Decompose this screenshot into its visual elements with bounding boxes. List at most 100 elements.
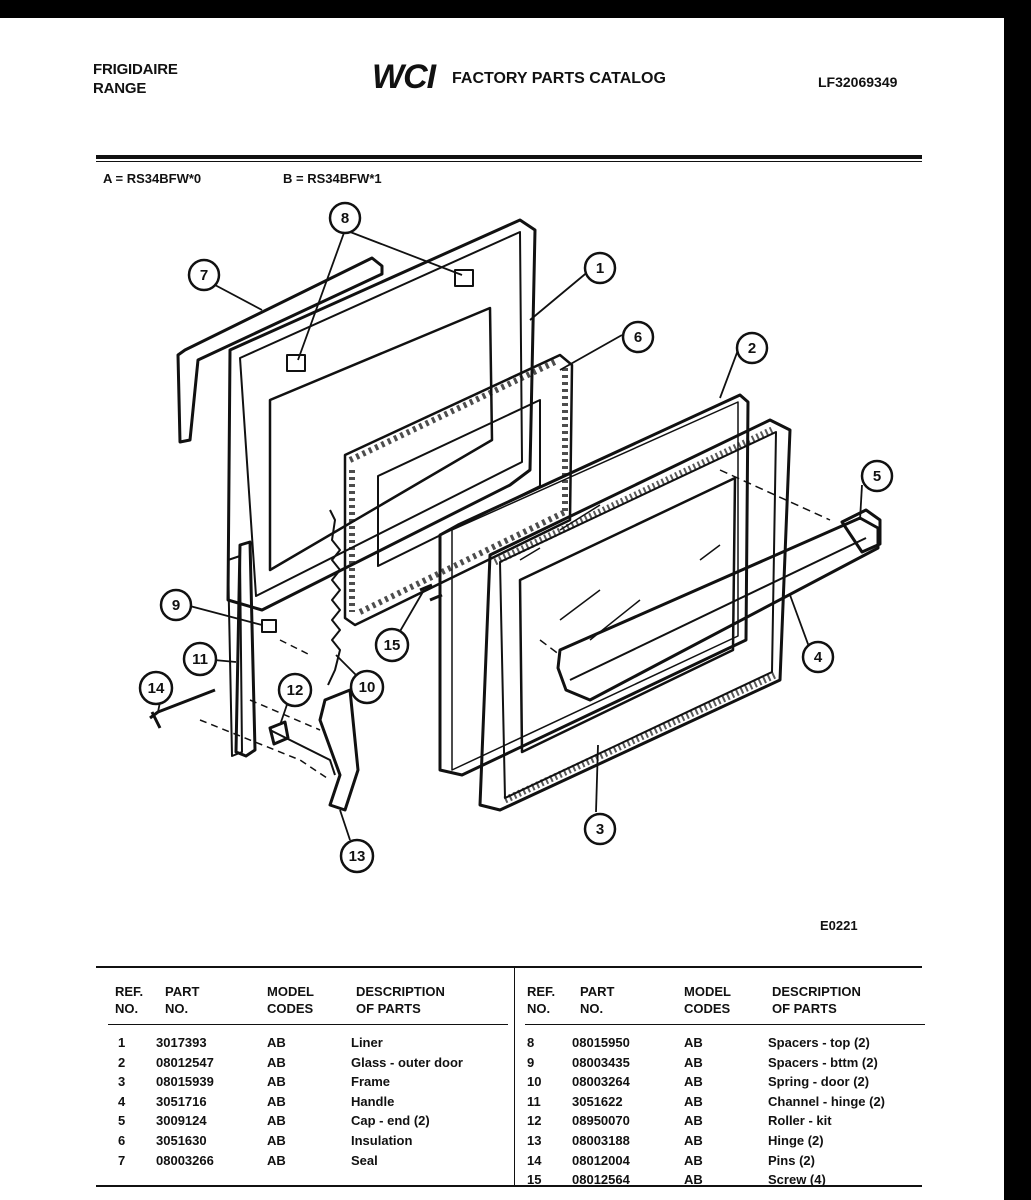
- callout-7: 7: [187, 258, 221, 292]
- table-cell: AB: [684, 1035, 703, 1050]
- table-cell: 08950070: [572, 1113, 630, 1129]
- table-cell: Screw (4): [768, 1172, 826, 1188]
- callout-3: 3: [583, 812, 617, 846]
- svg-text:7: 7: [200, 267, 208, 284]
- table-cell: AB: [267, 1035, 286, 1050]
- svg-text:14: 14: [148, 680, 165, 697]
- table-cell: AB: [267, 1152, 286, 1168]
- callout-8: 8: [328, 201, 362, 235]
- hinge-channel-part: [234, 540, 257, 758]
- bottom-spacer-part: [261, 619, 277, 633]
- table-cell: Cap - end (2): [351, 1113, 430, 1129]
- table-cell: Frame: [351, 1074, 391, 1090]
- svg-text:1: 1: [596, 260, 604, 277]
- table-cell: 3009124: [156, 1113, 207, 1129]
- table-top-rule: [96, 966, 922, 968]
- table-cell: AB: [684, 1074, 703, 1090]
- table-cell: AB: [684, 1093, 703, 1109]
- frame-part: [478, 418, 792, 812]
- table-cell: 1: [118, 1035, 126, 1050]
- table-cell: 5: [118, 1113, 126, 1129]
- table-cell: Hinge (2): [768, 1132, 824, 1148]
- model-a: A = RS34BFW*0: [103, 171, 202, 186]
- document-id: LF32069349: [818, 74, 898, 90]
- table-cell: 8: [527, 1035, 535, 1050]
- svg-text:8: 8: [341, 210, 349, 227]
- table-cell: 08003266: [156, 1152, 214, 1168]
- screw-part: [419, 583, 443, 602]
- table-cell: 3: [118, 1074, 126, 1090]
- table-cell: 13: [527, 1132, 542, 1148]
- table-cell: Liner: [351, 1035, 383, 1050]
- svg-text:2: 2: [748, 340, 756, 357]
- svg-text:3: 3: [596, 821, 604, 838]
- header-rule-thin: [96, 161, 922, 162]
- table-cell: Glass - outer door: [351, 1054, 463, 1070]
- table-cell: 08003435: [572, 1054, 630, 1070]
- roller-part: [268, 720, 290, 746]
- table-divider: [514, 968, 515, 1186]
- table-cell: 4: [118, 1093, 126, 1109]
- table-cell: 3051622: [572, 1093, 623, 1109]
- catalog-title: FACTORY PARTS CATALOG: [452, 70, 666, 87]
- table-cell: 10: [527, 1074, 542, 1090]
- callout-1: 1: [583, 251, 617, 285]
- table-cell: Channel - hinge (2): [768, 1093, 885, 1109]
- table-cell: 6: [118, 1132, 126, 1148]
- callout-5: 5: [860, 459, 894, 493]
- hinge-part: [318, 688, 360, 812]
- svg-text:9: 9: [172, 597, 180, 614]
- header-rule: [96, 155, 922, 159]
- table-cell: Spacers - top (2): [768, 1035, 870, 1050]
- callout-10: 10: [349, 669, 385, 705]
- table-cell: 2: [118, 1054, 126, 1070]
- svg-text:15: 15: [384, 637, 401, 654]
- table-cell: Spacers - bttm (2): [768, 1054, 878, 1070]
- figure-code: E0221: [820, 918, 858, 933]
- table-cell: 11: [527, 1093, 541, 1109]
- callout-2: 2: [735, 331, 769, 365]
- table-cell: Seal: [351, 1152, 378, 1168]
- handle-part: [556, 516, 880, 702]
- wci-logo: WCI: [372, 58, 436, 96]
- brand-block: FRIGIDAIRE RANGE: [93, 60, 178, 98]
- table-cell: 08012547: [156, 1054, 214, 1070]
- right-desc-column: Spacers - top (2) Spacers - bttm (2) Sprin…: [768, 1033, 885, 1190]
- svg-text:10: 10: [359, 679, 376, 696]
- table-cell: 3051716: [156, 1093, 207, 1109]
- insulation-part: [343, 353, 574, 627]
- table-bottom-rule: [96, 1185, 922, 1187]
- outer-glass-part: [438, 393, 750, 777]
- seal-part: [176, 256, 384, 444]
- callout-4: 4: [801, 640, 835, 674]
- callout-12: 12: [277, 672, 313, 708]
- svg-text:6: 6: [634, 329, 642, 346]
- svg-text:4: 4: [814, 649, 823, 666]
- svg-text:12: 12: [287, 682, 304, 699]
- table-cell: 15: [527, 1172, 542, 1188]
- liner-part: [226, 218, 537, 612]
- header-underline-right: [525, 1024, 925, 1025]
- table-cell: Roller - kit: [768, 1113, 832, 1129]
- table-cell: Spring - door (2): [768, 1074, 870, 1090]
- callout-6: 6: [621, 320, 655, 354]
- brand-name: FRIGIDAIRE: [93, 61, 178, 78]
- callout-9: 9: [159, 588, 193, 622]
- table-cell: 08015950: [572, 1035, 630, 1050]
- callout-13: 13: [339, 838, 375, 874]
- table-cell: AB: [267, 1132, 286, 1148]
- table-cell: 08003188: [572, 1132, 630, 1148]
